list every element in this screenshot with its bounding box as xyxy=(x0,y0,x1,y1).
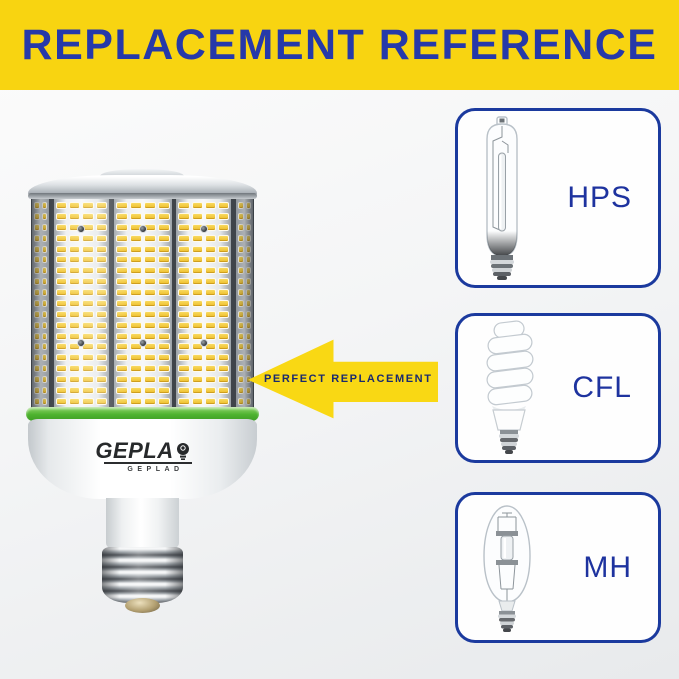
arrow-label: PERFECT REPLACEMENT xyxy=(264,373,433,385)
hps-bulb-image xyxy=(478,115,526,281)
lightbulb-icon xyxy=(176,443,189,460)
screw-icon xyxy=(199,339,208,347)
screw-base-tip xyxy=(125,598,160,613)
brand-logo-text: GEPLA xyxy=(95,438,174,463)
screw-icon xyxy=(138,339,147,347)
replacement-card-mh: MH xyxy=(455,492,661,643)
brand-logo: GEPLA GEPLAD xyxy=(28,438,257,473)
card-label-hps: HPS xyxy=(567,181,632,214)
screw-icon xyxy=(77,225,86,233)
led-grid xyxy=(31,199,254,408)
led-strip xyxy=(176,199,232,408)
green-ring xyxy=(26,407,259,421)
screw-icon xyxy=(199,225,208,233)
page-title: REPLACEMENT REFERENCE xyxy=(21,20,658,69)
bulb-neck xyxy=(106,498,179,548)
logo-underline xyxy=(103,462,192,464)
mh-bulb-image xyxy=(478,503,536,633)
led-strip xyxy=(53,199,109,408)
screw-icon xyxy=(138,225,147,233)
bulb-cap-dome xyxy=(28,175,257,197)
e39-screw-base xyxy=(102,547,183,603)
replacement-card-cfl: CFL xyxy=(455,313,661,463)
led-strip xyxy=(113,199,172,408)
screw-icon xyxy=(77,339,86,347)
brand-logo-subtext: GEPLAD xyxy=(127,466,184,473)
replacement-card-hps: HPS xyxy=(455,108,661,288)
bulb-housing: GEPLA GEPLAD xyxy=(28,419,257,499)
bulb-cap-rim xyxy=(28,193,257,199)
led-strip xyxy=(236,199,253,408)
card-label-cfl: CFL xyxy=(572,371,632,404)
card-label-mh: MH xyxy=(583,550,632,584)
led-strip xyxy=(32,199,49,408)
header-banner: REPLACEMENT REFERENCE xyxy=(0,0,679,90)
cfl-bulb-image xyxy=(478,320,540,456)
